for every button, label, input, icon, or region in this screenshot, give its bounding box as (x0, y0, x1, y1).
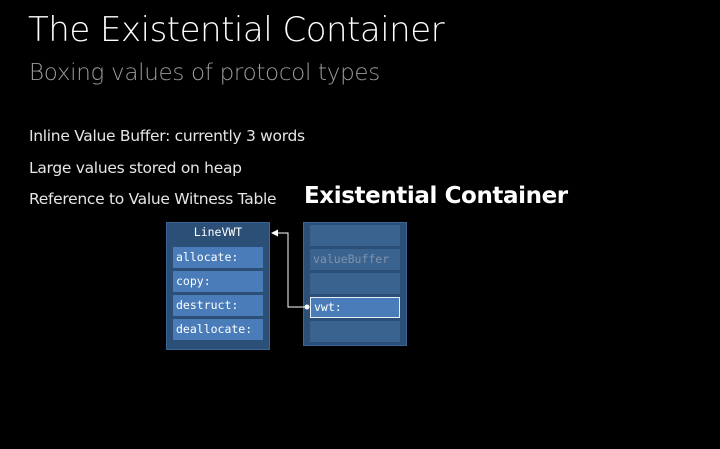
vwt-entry-copy: copy: (173, 271, 263, 292)
line-vwt-title: LineVWT (193, 225, 243, 239)
slide-subtitle: Boxing values of protocol types (29, 60, 380, 86)
bullet-large-values-heap: Large values stored on heap (29, 159, 242, 177)
vwt-entry-destruct: destruct: (173, 295, 263, 316)
bullet-inline-value-buffer: Inline Value Buffer: currently 3 words (29, 127, 305, 145)
vwt-entry-allocate: allocate: (173, 247, 263, 268)
existential-container-heading: Existential Container (304, 183, 568, 209)
ec-cell-empty (310, 321, 400, 342)
line-vwt-table: LineVWT allocate: copy: destruct: deallo… (166, 222, 270, 350)
vwt-pointer-line (276, 232, 307, 308)
ec-cell-buffer-3 (310, 273, 400, 294)
vwt-pointer-origin-dot (304, 304, 310, 310)
existential-container-box: valueBuffer vwt: (303, 222, 407, 346)
vwt-entry-deallocate: deallocate: (173, 319, 263, 340)
ec-cell-buffer-1 (310, 225, 400, 246)
bullet-reference-vwt: Reference to Value Witness Table (29, 190, 277, 208)
vwt-pointer-arrowhead (271, 229, 278, 237)
ec-cell-vwt: vwt: (310, 297, 400, 318)
slide-title: The Existential Container (28, 10, 445, 50)
ec-cell-value-buffer: valueBuffer (310, 249, 400, 270)
